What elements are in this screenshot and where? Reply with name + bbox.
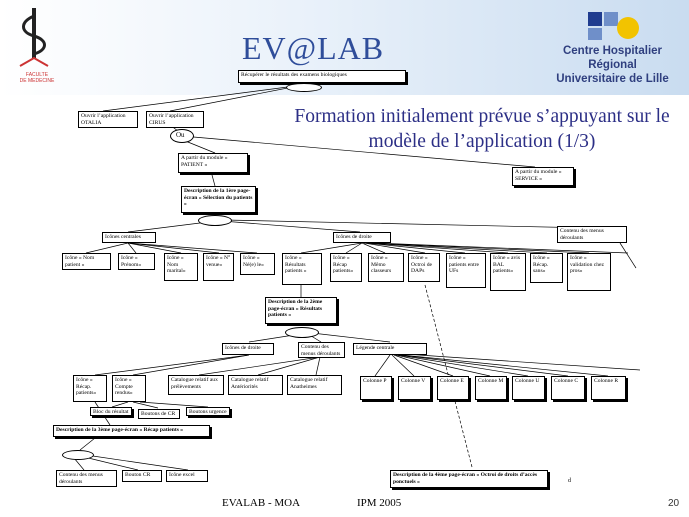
icon-octroi-daps-node: Icône « Octroi de DAPs xyxy=(408,253,440,282)
bouton-cr-node: Bouton CR xyxy=(122,470,162,482)
slide-title: Formation initialement prévue s’appuyant… xyxy=(294,106,670,152)
central-icons-group: Icônes centrales xyxy=(102,232,156,243)
colonne-u-node: Colonne U xyxy=(512,376,545,400)
icon-recap-sans-node: Icône « Récap. sans» xyxy=(530,253,563,283)
icon-num-venue-node: Icône « N° venue» xyxy=(203,253,234,281)
or-label: Ou xyxy=(176,131,185,139)
page3-and-connector xyxy=(62,450,94,460)
catalogue-anatheimes-node: Catalogue relatif Anatheimes xyxy=(287,375,342,395)
module-patient-node: A partir du module « PATIENT » xyxy=(178,153,248,173)
institution-name: Centre Hospitalier Régional Universitair… xyxy=(556,45,669,85)
catalogue-prelevements-node: Catalogue relatif aux prélèvements xyxy=(168,375,224,395)
chru-logo-icon xyxy=(584,8,644,42)
page3-node: Description de la 3ème page-écran « Réca… xyxy=(53,425,210,437)
icon-memo-classeurs-node: Icône « Mêmo classeurs xyxy=(368,253,404,282)
icon-validation-node: Icône « validation chez pros» xyxy=(567,253,611,291)
right-icons-group: Icônes de droite xyxy=(333,232,391,243)
page2-node: Description de la 2ème page-écran « Résu… xyxy=(265,297,337,324)
root-and-connector xyxy=(286,83,322,92)
icon-compte-rendus-node: Icône « Compte rendus» xyxy=(112,375,146,402)
app-cirus-node: Ouvrir l’application CIRUS xyxy=(146,111,204,128)
icon-nom-marital-node: Icône « Nom marital» xyxy=(164,253,198,281)
icon-resultats-patients-node: Icône « Résultats patients » xyxy=(282,253,322,285)
module-service-node: A partir du module « SERVICE » xyxy=(512,167,574,186)
page1-and-connector xyxy=(198,215,232,226)
footer-left-text: EVALAB - MOA xyxy=(222,497,301,509)
icon-nom-patient-node: Icône « Nom patient » xyxy=(62,253,111,270)
icon-avis-bal-node: Icône « avis BAL patients» xyxy=(490,253,526,291)
page1-node: Description de la 1ère page-écran « Séle… xyxy=(181,186,256,213)
or-connector xyxy=(170,129,194,143)
bloc-resultat-node: Bloc du résultat xyxy=(90,407,132,416)
dropdown-menus-group-2: Contenu des menus déroulants xyxy=(298,342,345,358)
bottom-dropdown-menus-node: Contenu des menus déroulants xyxy=(56,470,117,487)
icon-recap-patients-2-node: Icône « Récap. patients» xyxy=(73,375,107,402)
app-otalia-node: Ouvrir l’application OTALIA xyxy=(78,111,138,128)
icon-recap-patients-node: Icône « Récap patients» xyxy=(330,253,362,282)
icon-patients-entre-ufs-node: Icône « patients entre UFs xyxy=(446,253,486,288)
stray-mark: d xyxy=(568,478,571,484)
icone-excel-node: Icône excel xyxy=(166,470,208,482)
colonne-c-node: Colonne C xyxy=(551,376,585,400)
colonne-p-node: Colonne P xyxy=(360,376,392,400)
page4-node: Description de la 4ème page-écran « Octr… xyxy=(390,470,548,488)
colonne-v-node: Colonne V xyxy=(398,376,431,400)
svg-text:DE MEDECINE: DE MEDECINE xyxy=(20,78,55,84)
evalab-logo-title: EV@LAB xyxy=(242,30,385,66)
root-node: Récupérer le résultats des examens biolo… xyxy=(238,70,406,83)
svg-text:FACULTE: FACULTE xyxy=(26,72,49,78)
page-number: 20 xyxy=(668,498,680,509)
faculty-logo: FACULTE DE MEDECINE xyxy=(12,6,62,86)
page2-and-connector xyxy=(285,327,319,338)
boutons-cr-node: Boutons de CR xyxy=(138,409,180,419)
colonne-e-node: Colonne E xyxy=(437,376,469,400)
icon-prenom-node: Icône « Prénom» xyxy=(118,253,155,270)
boutons-urgence-node: Boutons urgence xyxy=(186,407,230,416)
colonne-r-node: Colonne R xyxy=(591,376,626,400)
footer-center-text: IPM 2005 xyxy=(357,497,402,509)
right-icons-group-2: Icônes de droite xyxy=(222,343,274,355)
catalogue-anteriorites-node: Catalogue relatif Antériorités xyxy=(228,375,283,395)
icon-ne-le-node: Icône « Né(e) le» xyxy=(240,253,275,275)
dropdown-menus-group: Contenu des menus déroulants xyxy=(557,226,627,243)
colonne-m-node: Colonne M xyxy=(475,376,507,400)
central-legend-node: Légende centrale xyxy=(353,343,427,355)
